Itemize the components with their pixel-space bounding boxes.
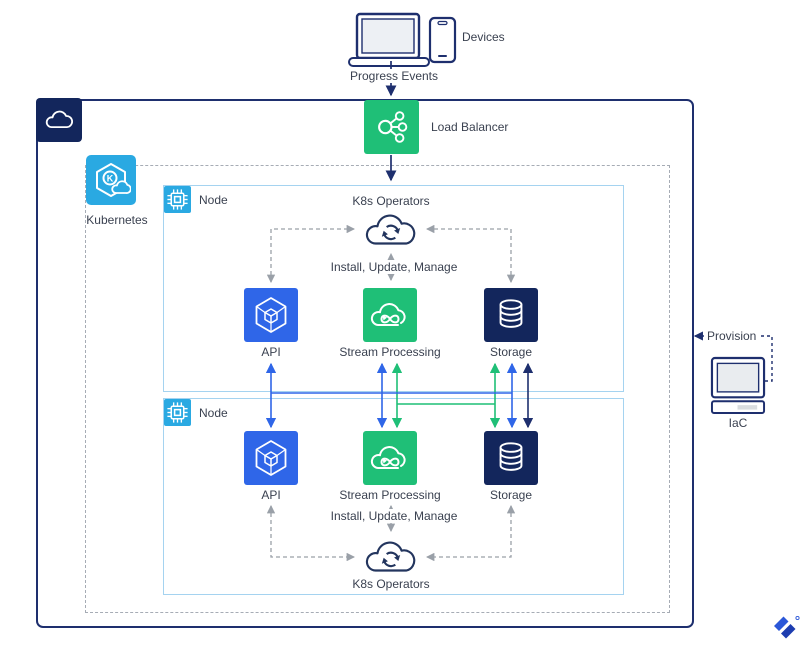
node1-stream-tile bbox=[363, 288, 417, 342]
load-balancer-label: Load Balancer bbox=[431, 120, 509, 134]
progress-events-label: Progress Events bbox=[340, 69, 448, 83]
kubernetes-cluster-dashed-box bbox=[85, 165, 670, 613]
operators-cloud-icon bbox=[365, 214, 416, 245]
node1-storage-tile bbox=[484, 288, 538, 342]
provision-label: Provision bbox=[704, 329, 760, 343]
node2-stream-label: Stream Processing bbox=[339, 488, 441, 502]
kubernetes-tile: K bbox=[86, 155, 136, 205]
node1-operators-label: K8s Operators bbox=[352, 194, 430, 208]
database-icon bbox=[499, 442, 523, 471]
api-cube-icon bbox=[255, 297, 287, 333]
load-balancer-icon bbox=[377, 111, 407, 143]
devices-label: Devices bbox=[462, 30, 505, 44]
node1-chip-tile bbox=[164, 186, 191, 213]
node2-label: Node bbox=[199, 406, 228, 420]
cloud-provider-badge bbox=[36, 98, 82, 142]
node1-storage-label: Storage bbox=[489, 345, 533, 359]
svg-text:K: K bbox=[107, 174, 114, 184]
node2-api-label: API bbox=[261, 488, 281, 502]
stream-cloud-icon bbox=[370, 446, 406, 470]
kubernetes-icon: K bbox=[96, 163, 131, 197]
database-icon bbox=[499, 299, 523, 328]
node1-api-label: API bbox=[261, 345, 281, 359]
node2-operators-label: K8s Operators bbox=[352, 577, 430, 591]
operators-cloud-icon bbox=[365, 541, 416, 572]
kubernetes-label: Kubernetes bbox=[86, 213, 148, 227]
node2-manage-label: Install, Update, Manage bbox=[323, 509, 465, 523]
node2-api-tile bbox=[244, 431, 298, 485]
node2-storage-label: Storage bbox=[489, 488, 533, 502]
node2-storage-tile bbox=[484, 431, 538, 485]
desktop-computer-icon bbox=[710, 356, 766, 414]
node2-stream-tile bbox=[363, 431, 417, 485]
chip-icon bbox=[167, 189, 188, 210]
toptal-logo-mark bbox=[774, 615, 800, 639]
stream-cloud-icon bbox=[370, 303, 406, 327]
node1-label: Node bbox=[199, 193, 228, 207]
iac-label: IaC bbox=[728, 416, 748, 430]
node1-manage-label: Install, Update, Manage bbox=[323, 260, 465, 274]
cloud-icon bbox=[45, 110, 73, 128]
api-cube-icon bbox=[255, 440, 287, 476]
node2-chip-tile bbox=[164, 399, 191, 426]
node1-api-tile bbox=[244, 288, 298, 342]
laptop-icon bbox=[348, 12, 430, 67]
chip-icon bbox=[167, 402, 188, 423]
node1-stream-label: Stream Processing bbox=[339, 345, 441, 359]
smartphone-icon bbox=[428, 16, 457, 64]
load-balancer-tile bbox=[364, 100, 419, 154]
